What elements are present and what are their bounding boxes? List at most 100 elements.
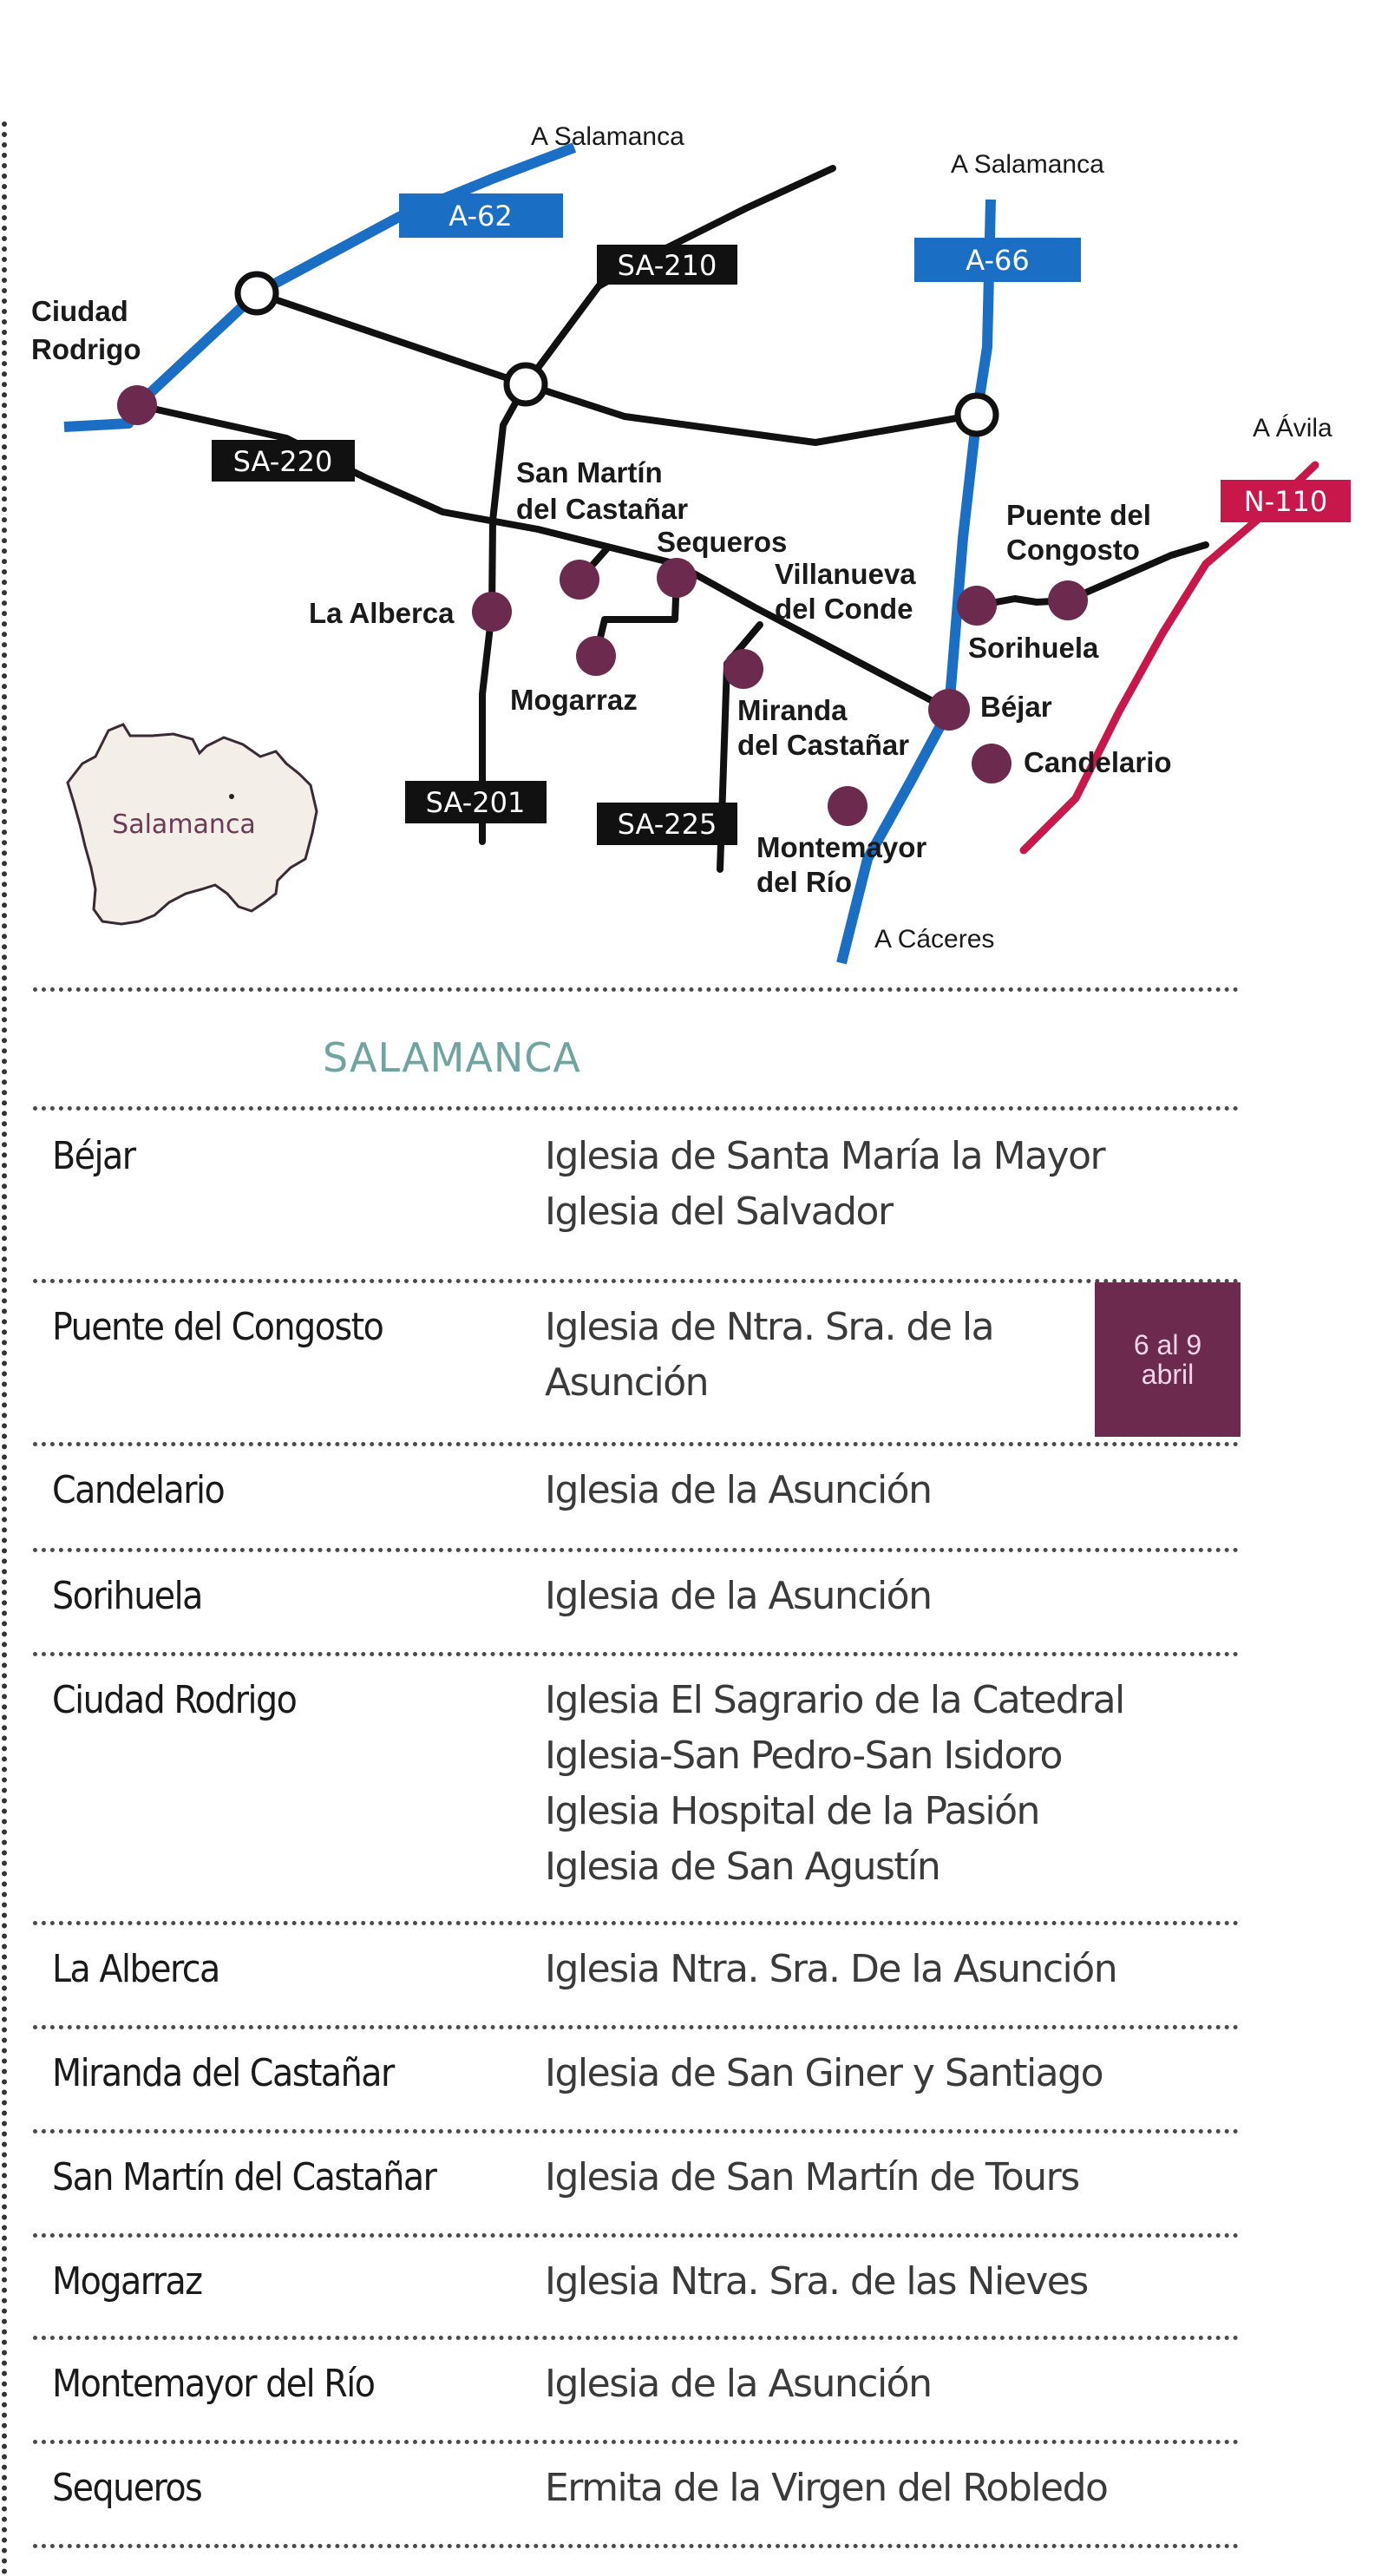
direction-a66-south: A Cáceres: [874, 925, 994, 954]
town-dot-la-alberca-icon: [472, 592, 512, 632]
shield-a62: A-62: [399, 193, 563, 238]
label-la-alberca: La Alberca: [309, 597, 455, 629]
church-list: Iglesia Ntra. Sra. de las Nieves: [545, 2254, 1089, 2310]
town-name: Miranda del Castañar: [52, 2051, 395, 2095]
church-list: Iglesia de la Asunción: [545, 1569, 933, 1624]
shield-sa210: SA-210: [597, 245, 737, 285]
province-outline: [66, 723, 318, 926]
church-list: Iglesia de San Giner y Santiago: [545, 2046, 1104, 2101]
divider: [33, 1442, 1239, 1446]
svg-text:SA-210: SA-210: [618, 249, 717, 282]
church-list: Iglesia de San Martín de Tours: [545, 2150, 1080, 2206]
roundabout-icon: [234, 271, 279, 316]
svg-text:A-66: A-66: [966, 244, 1029, 277]
divider: [33, 1652, 1239, 1656]
church-name: Iglesia de San Agustín: [545, 1845, 941, 1889]
town-name: Puente del Congosto: [52, 1305, 384, 1349]
svg-text:SA-201: SA-201: [426, 786, 526, 819]
divider: [33, 1279, 1239, 1283]
table-row: Ciudad Rodrigo Iglesia El Sagrario de la …: [0, 1652, 1241, 1921]
salamanca-city-dot-icon: [229, 794, 234, 799]
town-dot-sorihuela-icon: [957, 586, 997, 626]
date-badge-line: 6 al 9: [1133, 1329, 1202, 1360]
province-inset: Salamanca: [66, 723, 318, 926]
church-name: Asunción: [545, 1360, 710, 1405]
inset-label: Salamanca: [112, 810, 256, 840]
town-dot-puente-icon: [1048, 580, 1088, 620]
town-dot-ciudad-rodrigo-icon: [117, 385, 157, 425]
town-name: Sequeros: [52, 2466, 203, 2510]
shield-sa220: SA-220: [212, 440, 355, 482]
table-row: Sorihuela Iglesia de la Asunción: [0, 1548, 1241, 1652]
church-name: Ermita de la Virgen del Robledo: [545, 2466, 1109, 2510]
label-candelario: Candelario: [1024, 746, 1172, 778]
label-ciudad-rodrigo: Ciudad Rodrigo: [31, 295, 141, 365]
svg-text:SA-220: SA-220: [233, 445, 333, 478]
town-name: Montemayor del Río: [52, 2362, 376, 2406]
svg-text:N-110: N-110: [1244, 485, 1328, 518]
town-dot-montemayor-icon: [828, 786, 868, 826]
table-row: San Martín del Castañar Iglesia de San Ma…: [0, 2129, 1241, 2233]
divider: [33, 2336, 1239, 2340]
svg-text:SA-225: SA-225: [618, 808, 717, 841]
shield-sa225: SA-225: [597, 803, 737, 845]
town-name: San Martín del Castañar: [52, 2155, 437, 2199]
left-dotted-border: [2, 121, 7, 2576]
town-name: La Alberca: [52, 1947, 220, 1991]
label-montemayor: Montemayor del Río: [756, 831, 934, 898]
date-badge-line: abril: [1141, 1359, 1195, 1390]
church-name: Iglesia El Sagrario de la Catedral: [545, 1678, 1125, 1722]
divider: [33, 2544, 1239, 2548]
town-dot-san-martin-icon: [560, 560, 599, 600]
town-name: Mogarraz: [52, 2259, 203, 2304]
table-row: Puente del Congosto Iglesia de Ntra. Sra.…: [0, 1279, 1241, 1442]
label-bejar: Béjar: [980, 691, 1052, 723]
divider: [33, 1921, 1239, 1925]
label-sorihuela: Sorihuela: [968, 632, 1099, 664]
town-dots: [117, 385, 1088, 826]
town-dot-bejar-icon: [928, 689, 970, 731]
church-list: Iglesia de la Asunción: [545, 1463, 933, 1518]
town-name: Ciudad Rodrigo: [52, 1678, 298, 1722]
direction-n110-north: A Ávila: [1253, 414, 1332, 442]
church-list: Ermita de la Virgen del Robledo: [545, 2461, 1109, 2516]
svg-text:A-62: A-62: [448, 200, 512, 233]
church-name: Iglesia de la Asunción: [545, 1468, 933, 1512]
roundabout-icon: [503, 362, 548, 407]
town-name: Sorihuela: [52, 1574, 203, 1618]
direction-a66-north: A Salamanca: [951, 150, 1104, 179]
table-row: Sequeros Ermita de la Virgen del Robledo: [0, 2440, 1241, 2544]
table-row: Miranda del Castañar Iglesia de San Giner…: [0, 2025, 1241, 2129]
divider: [33, 2129, 1239, 2134]
church-name: Iglesia de la Asunción: [545, 1574, 933, 1618]
town-dot-candelario-icon: [972, 744, 1012, 783]
divider: [33, 2440, 1239, 2444]
church-name: Iglesia de Ntra. Sra. de la: [545, 1305, 995, 1349]
divider: [33, 1548, 1239, 1552]
church-name: Iglesia de Santa María la Mayor: [545, 1134, 1106, 1178]
label-puente-del-congosto: Puente del Congosto: [1006, 499, 1159, 566]
divider: [33, 1106, 1239, 1111]
church-list: Iglesia Ntra. Sra. De la Asunción: [545, 1942, 1118, 1997]
label-villanueva: Villanueva del Conde: [775, 558, 924, 625]
table-row: Montemayor del Río Iglesia de la Asunción: [0, 2336, 1241, 2440]
divider: [33, 987, 1239, 992]
town-dot-sequeros-icon: [657, 558, 697, 598]
church-name: Iglesia de San Martín de Tours: [545, 2155, 1080, 2199]
church-name: Iglesia de la Asunción: [545, 2362, 933, 2406]
church-name: Iglesia Ntra. Sra. De la Asunción: [545, 1947, 1118, 1991]
label-sequeros: Sequeros: [657, 526, 787, 558]
label-san-martin: San Martín del Castañar: [516, 456, 688, 525]
church-list: Iglesia de Ntra. Sra. de la Asunción: [545, 1300, 995, 1411]
church-name: Iglesia Ntra. Sra. de las Nieves: [545, 2259, 1089, 2304]
church-name: Iglesia Hospital de la Pasión: [545, 1789, 1040, 1833]
church-name: Iglesia-San Pedro-San Isidoro: [545, 1734, 1063, 1778]
town-dot-miranda-icon: [723, 649, 763, 689]
table-row: La Alberca Iglesia Ntra. Sra. De la Asunc…: [0, 1921, 1241, 2025]
label-mogarraz: Mogarraz: [510, 684, 638, 716]
